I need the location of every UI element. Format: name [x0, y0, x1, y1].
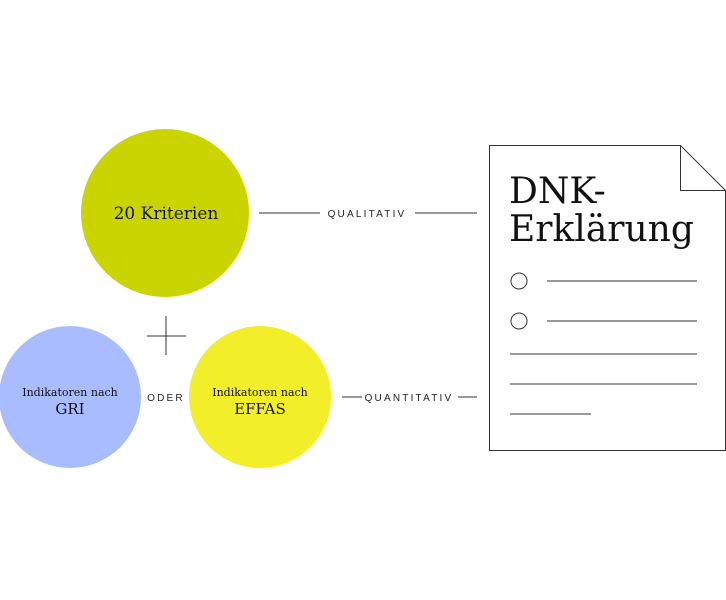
gri-label-line1: Indikatoren nach	[22, 386, 118, 399]
gri-label-line2: GRI	[55, 400, 84, 418]
effas-label-line1: Indikatoren nach	[212, 386, 308, 399]
gri-circle	[0, 326, 141, 468]
qualitative-label: QUALITATIV	[328, 209, 407, 220]
bullet-circle-icon	[510, 272, 528, 290]
effas-label-line2: EFFAS	[234, 400, 286, 418]
effas-circle	[189, 326, 331, 468]
kriterien-label: 20 Kriterien	[114, 204, 219, 224]
plus-icon	[147, 316, 186, 355]
document-title-line1: DNK-	[509, 171, 606, 212]
or-label: ODER	[147, 393, 185, 404]
page-fold	[680, 145, 726, 191]
quantitative-connector: QUANTITATIV	[342, 393, 477, 404]
bullet-circle-icon	[510, 312, 528, 330]
kriterien-circle	[81, 129, 249, 297]
gri-node: Indikatoren nach GRI	[0, 326, 141, 468]
effas-node: Indikatoren nach EFFAS	[189, 326, 331, 468]
qualitative-connector: QUALITATIV	[259, 209, 477, 220]
document-title-line2: Erklärung	[509, 209, 694, 250]
quantitative-label: QUANTITATIV	[365, 393, 454, 404]
kriterien-node: 20 Kriterien	[81, 129, 249, 297]
document-icon: DNK- Erklärung	[489, 145, 726, 451]
